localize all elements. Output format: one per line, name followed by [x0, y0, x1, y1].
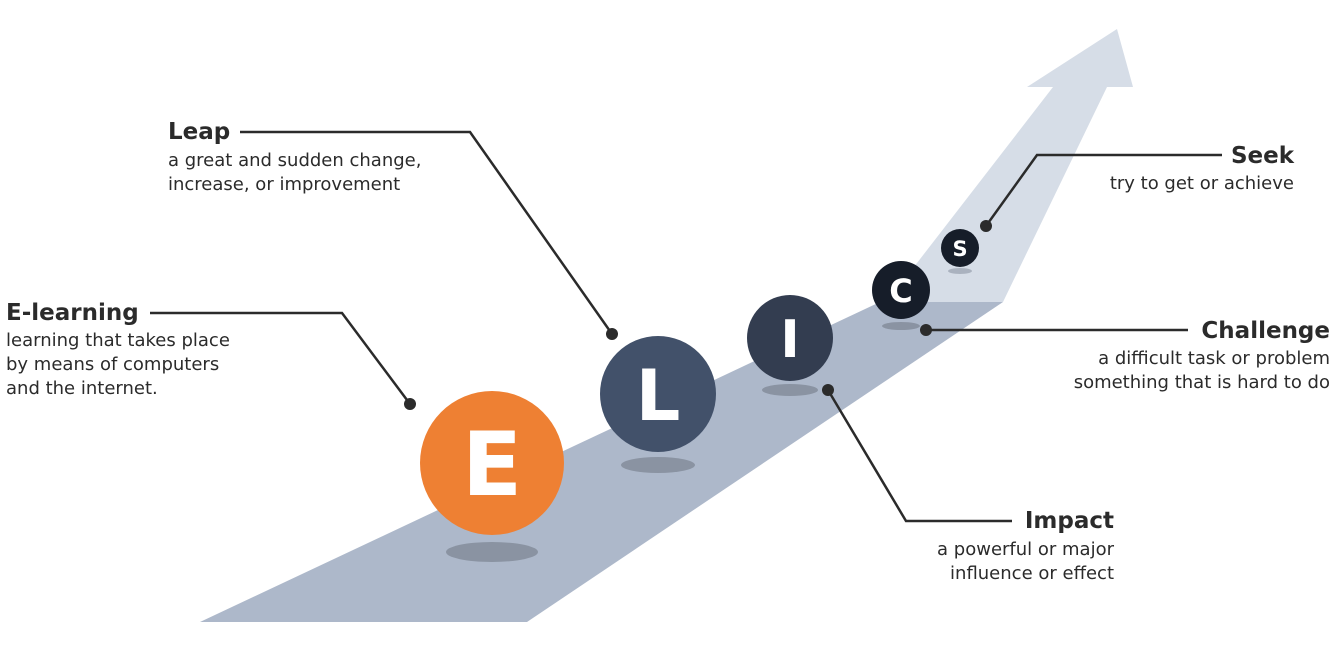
ball-l: L	[600, 336, 716, 452]
svg-text:S: S	[952, 237, 967, 261]
svg-text:increase, or improvement: increase, or improvement	[168, 174, 400, 195]
svg-text:by means of computers: by means of computers	[6, 354, 219, 375]
ball-shadow	[762, 384, 818, 396]
svg-text:a great and sudden change,: a great and sudden change,	[168, 150, 421, 171]
svg-text:learning that takes place: learning that takes place	[6, 330, 230, 351]
svg-text:E: E	[462, 413, 522, 516]
svg-text:Challenge: Challenge	[1201, 318, 1330, 344]
callout-leap	[240, 130, 618, 340]
callout-e-learning	[150, 311, 416, 410]
svg-text:try to get or achieve: try to get or achieve	[1110, 173, 1294, 194]
ball-shadow	[446, 542, 538, 562]
svg-text:C: C	[889, 272, 912, 310]
ball-i: I	[747, 295, 833, 381]
svg-text:E-learning: E-learning	[6, 300, 139, 326]
callout-challenge	[920, 324, 1188, 336]
svg-text:Impact: Impact	[1025, 508, 1114, 534]
svg-text:I: I	[780, 310, 799, 370]
svg-text:a powerful or major: a powerful or major	[937, 539, 1115, 560]
term-e-learning: E-learning learning that takes place by …	[6, 300, 230, 399]
svg-text:a difficult task or problem: a difficult task or problem	[1098, 348, 1330, 369]
growth-arrow	[880, 29, 1133, 302]
svg-text:Seek: Seek	[1231, 143, 1295, 169]
svg-text:something that is hard to do: something that is hard to do	[1074, 372, 1330, 393]
ball-c: C	[872, 261, 930, 319]
term-seek: Seek try to get or achieve	[1110, 143, 1295, 194]
svg-text:Leap: Leap	[168, 119, 230, 145]
ball-shadow	[621, 457, 695, 473]
svg-text:influence or effect: influence or effect	[950, 563, 1114, 584]
svg-text:and the internet.: and the internet.	[6, 378, 158, 399]
ball-e: E	[420, 391, 564, 535]
term-challenge: Challenge a difficult task or problem so…	[1074, 318, 1330, 393]
road-path	[200, 302, 1003, 622]
ball-s: S	[941, 229, 979, 267]
callout-impact	[822, 384, 1012, 523]
callout-seek	[980, 153, 1222, 232]
ball-shadow	[882, 322, 920, 330]
term-impact: Impact a powerful or major influence or …	[937, 508, 1115, 584]
svg-text:L: L	[636, 355, 681, 437]
ball-shadow	[948, 268, 972, 274]
term-leap: Leap a great and sudden change, increase…	[168, 119, 421, 195]
